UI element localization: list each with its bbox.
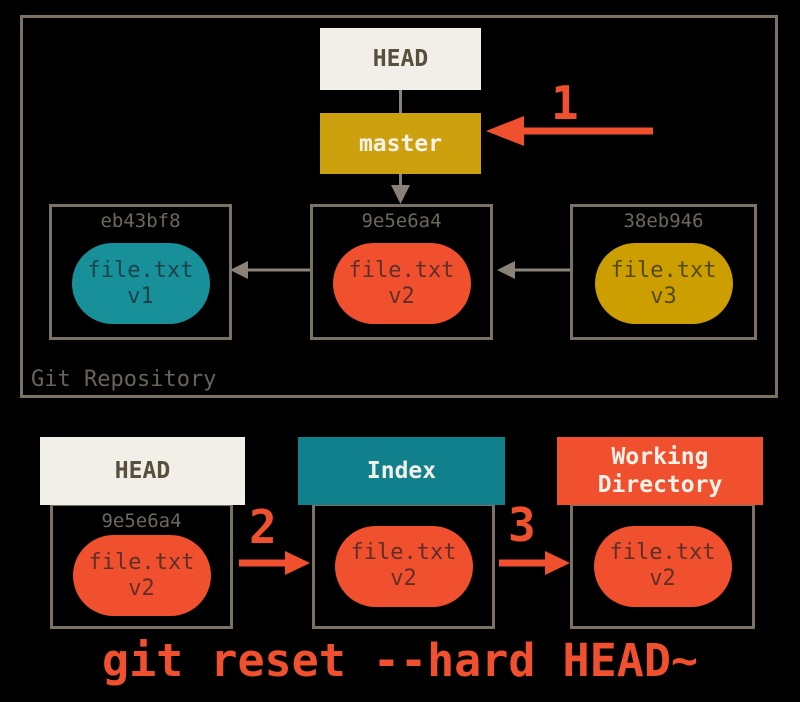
- working-directory-title: Working Directory: [597, 444, 723, 498]
- commit-box-9e5e6a4: 9e5e6a4 file.txt v2: [310, 204, 493, 340]
- commit-hash: 9e5e6a4: [101, 510, 182, 532]
- commit-hash: eb43bf8: [100, 210, 181, 232]
- git-repository-label: Git Repository: [31, 367, 217, 392]
- commit-box-eb43bf8: eb43bf8 file.txt v1: [49, 204, 232, 340]
- file-name: file.txt: [88, 549, 195, 575]
- file-blob-v3: file.txt v3: [594, 243, 733, 324]
- file-version: v2: [388, 283, 415, 309]
- working-directory-file-blob: file.txt v2: [593, 525, 732, 607]
- file-version: v2: [128, 575, 155, 601]
- file-blob-v1: file.txt v1: [71, 243, 210, 324]
- file-name: file.txt: [610, 257, 717, 283]
- file-version: v2: [649, 566, 676, 591]
- step3-label: 3: [508, 498, 536, 552]
- working-directory-commit-box: file.txt v2: [570, 503, 755, 629]
- head-ref-box: HEAD: [320, 28, 481, 90]
- file-name: file.txt: [350, 540, 457, 565]
- file-name: file.txt: [87, 257, 194, 283]
- step2-arrowhead: [285, 551, 310, 575]
- step2-label: 2: [249, 500, 277, 554]
- head-ref-label: HEAD: [372, 46, 429, 72]
- file-version: v3: [650, 283, 677, 309]
- file-name: file.txt: [609, 540, 716, 565]
- index-file-blob: file.txt v2: [334, 525, 473, 607]
- commit-hash: 9e5e6a4: [361, 210, 442, 232]
- file-blob-v2: file.txt v2: [332, 243, 471, 324]
- index-area-title: Index: [366, 458, 437, 484]
- commit-box-38eb946: 38eb946 file.txt v3: [570, 204, 757, 340]
- master-ref-box: master: [320, 113, 481, 174]
- file-name: file.txt: [348, 257, 455, 283]
- head-area-header: HEAD: [40, 437, 245, 505]
- head-area-title: HEAD: [114, 458, 171, 484]
- step1-label: 1: [551, 76, 579, 130]
- master-ref-label: master: [358, 130, 443, 157]
- file-version: v2: [390, 566, 417, 591]
- file-version: v1: [127, 283, 154, 309]
- head-file-blob: file.txt v2: [72, 535, 211, 616]
- git-command-caption: git reset --hard HEAD~: [101, 634, 699, 687]
- step3-arrowhead: [545, 551, 570, 575]
- index-commit-box: file.txt v2: [312, 503, 495, 629]
- working-directory-header: Working Directory: [557, 437, 763, 505]
- git-repository-box: Git Repository: [20, 15, 778, 398]
- commit-hash: 38eb946: [623, 210, 704, 232]
- head-commit-box: 9e5e6a4 file.txt v2: [50, 503, 233, 629]
- index-area-header: Index: [298, 437, 505, 505]
